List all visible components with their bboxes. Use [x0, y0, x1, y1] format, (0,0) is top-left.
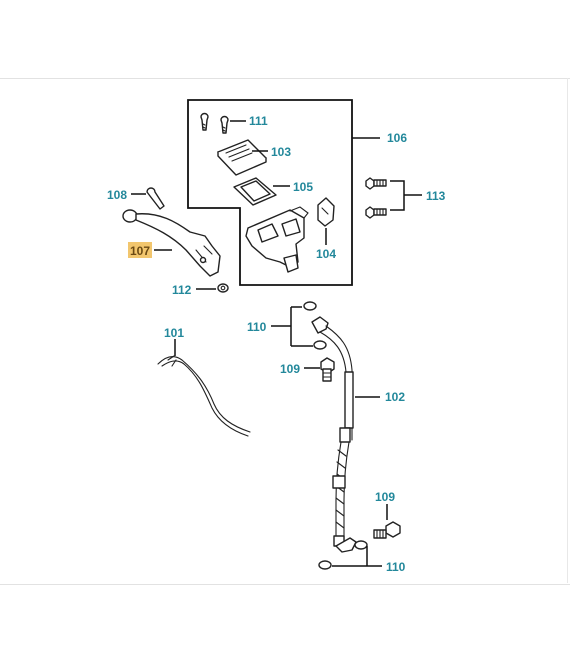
callout-110-top: 110 — [247, 320, 267, 334]
master-cylinder-body — [245, 206, 309, 273]
banjo-bolt-109-upper — [320, 357, 335, 382]
callout-103: 103 — [271, 145, 291, 159]
callout-108: 108 — [107, 188, 127, 202]
bolts-113 — [365, 177, 387, 219]
callout-109-lower: 109 — [375, 490, 395, 504]
assembly-box-106 — [187, 99, 353, 286]
brake-hose-102 — [311, 316, 357, 553]
reservoir-cap-103 — [217, 139, 267, 176]
panel-right-edge — [567, 78, 568, 583]
cable-101 — [157, 355, 251, 437]
diaphragm-105 — [233, 177, 277, 206]
callout-106: 106 — [387, 131, 407, 145]
callout-107: 107 — [130, 244, 150, 258]
pivot-bolt-108 — [146, 187, 165, 210]
switch-cover-104 — [317, 197, 335, 227]
leader-110-bottom — [332, 546, 382, 567]
callout-112: 112 — [172, 283, 192, 297]
nut-112 — [217, 283, 229, 293]
screws-111 — [200, 112, 229, 134]
brake-lever-107 — [122, 209, 221, 277]
callout-111: 111 — [249, 114, 268, 128]
callout-113: 113 — [426, 189, 446, 203]
callout-104: 104 — [316, 247, 336, 261]
washers-110-top — [303, 301, 327, 350]
callout-109-upper: 109 — [280, 362, 300, 376]
washers-110-bottom — [318, 540, 368, 570]
callout-107-highlight — [128, 242, 152, 258]
callout-101: 101 — [164, 326, 184, 340]
callout-110-bottom: 110 — [386, 560, 406, 574]
banjo-bolt-109-lower — [373, 521, 401, 539]
diagram-panel — [0, 78, 570, 585]
leader-110-top — [271, 306, 313, 347]
callout-102: 102 — [385, 390, 405, 404]
leader-113 — [390, 180, 422, 211]
callout-105: 105 — [293, 180, 313, 194]
